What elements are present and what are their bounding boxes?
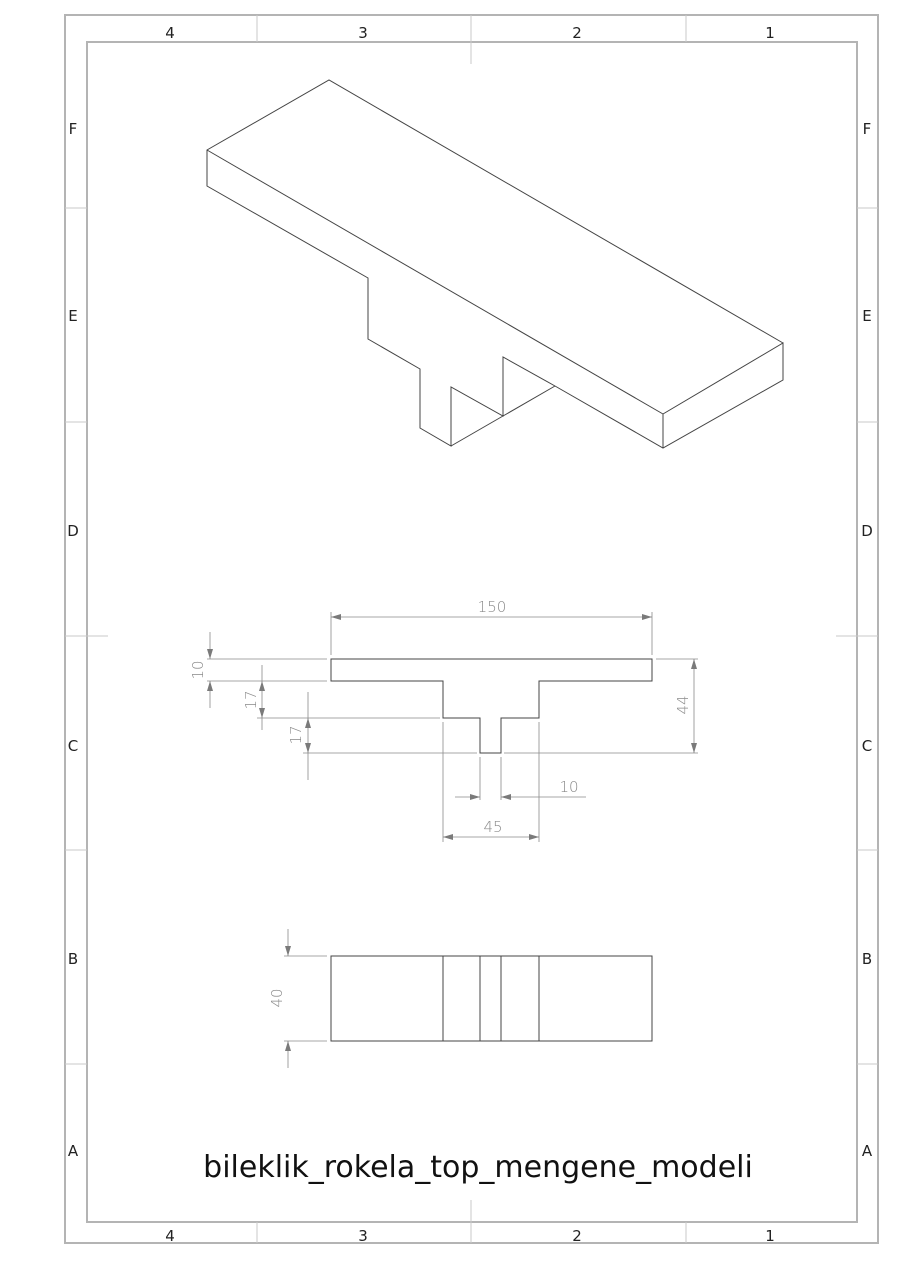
dimension-stem-width: 45	[483, 818, 502, 836]
column-label: 2	[572, 24, 582, 42]
row-label: A	[68, 1142, 79, 1160]
column-label: 2	[572, 1227, 582, 1245]
column-label: 4	[165, 24, 175, 42]
column-label: 1	[765, 1227, 775, 1245]
row-label: B	[68, 950, 78, 968]
dimension-slot-width: 10	[559, 778, 578, 796]
top-view: 40	[268, 929, 653, 1068]
dimension-overall-height: 44	[674, 695, 692, 714]
row-label: F	[863, 120, 872, 138]
row-label: C	[68, 737, 78, 755]
row-label: F	[69, 120, 78, 138]
column-label: 4	[165, 1227, 175, 1245]
dimension-depth: 40	[268, 988, 286, 1007]
row-label: E	[68, 307, 77, 325]
dimension-overall-width: 150	[478, 598, 507, 616]
row-label: A	[862, 1142, 873, 1160]
outer-border	[64, 14, 879, 1244]
column-label: 1	[765, 24, 775, 42]
front-view: 150 10 17 17 44 10 45	[189, 598, 698, 842]
dimension-step-height: 17	[242, 690, 260, 709]
column-label: 3	[358, 1227, 368, 1245]
isometric-view	[206, 79, 784, 449]
zone-dividers	[65, 15, 878, 1243]
dimension-flange-thickness: 10	[189, 660, 207, 679]
row-label: E	[862, 307, 871, 325]
column-label: 3	[358, 24, 368, 42]
row-label: D	[861, 522, 873, 540]
drawing-title: bileklik_rokela_top_mengene_modeli	[203, 1150, 753, 1185]
row-label: C	[862, 737, 872, 755]
inner-border	[86, 41, 858, 1223]
row-label: B	[862, 950, 872, 968]
row-label: D	[67, 522, 79, 540]
dimension-slot-height: 17	[287, 725, 305, 744]
